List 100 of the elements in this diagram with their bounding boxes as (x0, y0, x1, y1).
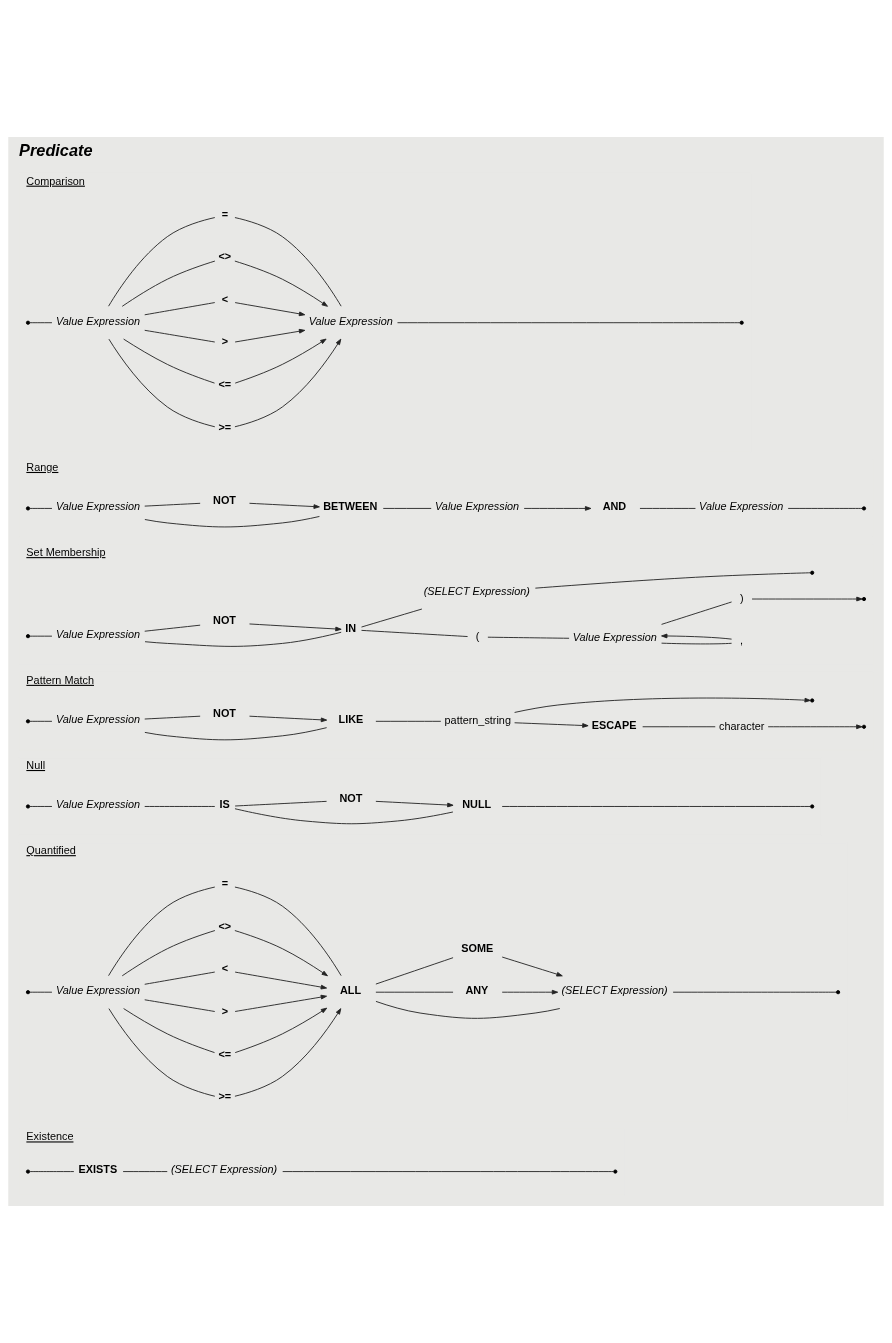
connector (144, 715, 201, 720)
node-text: EXISTS (78, 1163, 118, 1176)
node-text: ANY (465, 984, 489, 997)
connector (397, 322, 741, 324)
arrow (249, 715, 328, 723)
node-text: NOT (339, 792, 363, 805)
connector (29, 635, 53, 637)
node-text: <> (218, 250, 232, 263)
connector (487, 636, 570, 639)
connector (375, 720, 442, 722)
connector (144, 806, 216, 807)
connector (123, 1008, 215, 1054)
arrow (234, 338, 342, 428)
arrow (767, 724, 863, 730)
connector (375, 957, 454, 985)
connector (144, 727, 328, 741)
connector (661, 642, 733, 645)
connector (29, 1171, 75, 1173)
node-text: Value Expression (435, 500, 520, 513)
arrow (234, 1008, 342, 1097)
node-text: AND (602, 500, 627, 513)
connector (108, 217, 216, 307)
node-text: >= (218, 1090, 232, 1103)
connector (144, 624, 201, 632)
arrow (514, 697, 811, 713)
connector (108, 338, 216, 428)
connector (534, 572, 811, 589)
arrow (234, 260, 328, 307)
label: Quantified (26, 844, 76, 857)
node-text: ) (739, 591, 744, 604)
label: Range (26, 460, 59, 473)
arrow (661, 633, 733, 640)
node-text: ALL (339, 984, 362, 997)
label: Set Membership (26, 546, 106, 559)
node-text: Value Expression (55, 314, 141, 327)
connector (282, 1171, 614, 1173)
diagram-title: Predicate (19, 141, 93, 160)
arrow (234, 338, 327, 384)
arrow (234, 1007, 328, 1054)
label: Null (26, 758, 46, 771)
connector (382, 507, 432, 509)
connector (234, 886, 342, 977)
node-text: Value Expression (572, 630, 657, 643)
arrow (501, 989, 559, 995)
node-text: Value Expression (55, 984, 141, 997)
arrow (514, 722, 589, 728)
node-text: pattern_string (444, 714, 511, 727)
connector (29, 322, 53, 324)
node-text: (SELECT Expression) (423, 584, 530, 597)
node-text: BETWEEN (323, 500, 378, 513)
connector (108, 886, 216, 977)
connector (672, 991, 837, 993)
connector (642, 726, 716, 728)
node-text: NOT (213, 706, 237, 719)
arrow (751, 596, 863, 602)
node-text: Value Expression (55, 500, 141, 513)
node-text: > (221, 335, 229, 348)
connector (144, 516, 320, 528)
connector (375, 1000, 561, 1019)
node-text: >= (218, 420, 232, 433)
node-text: < (221, 292, 229, 305)
node-text: NOT (213, 614, 237, 627)
connector (123, 338, 215, 384)
node-text: < (221, 962, 229, 975)
connector (121, 260, 216, 307)
node-text: IN (345, 621, 357, 634)
connector (144, 502, 201, 507)
arrow (234, 302, 306, 317)
arrow (523, 506, 592, 511)
arrow (501, 956, 563, 977)
arrow (375, 800, 454, 808)
node-text: NULL (462, 798, 492, 811)
node-text: = (221, 877, 229, 890)
connector (639, 507, 696, 509)
connector (29, 806, 53, 807)
node-text: <> (218, 919, 232, 932)
arrow (234, 971, 328, 990)
node-text: Value Expression (55, 798, 141, 811)
connector (29, 991, 53, 993)
connector (121, 930, 216, 977)
node-text: (SELECT Expression) (561, 984, 668, 997)
label: Comparison (26, 174, 85, 187)
arrow (234, 328, 306, 343)
connector (234, 808, 454, 825)
node-text: LIKE (338, 713, 364, 726)
arrow (249, 502, 320, 509)
connector (108, 1008, 216, 1097)
node-text: IS (219, 798, 230, 811)
label: Pattern Match (26, 673, 94, 686)
node-text: (SELECT Expression) (170, 1163, 278, 1176)
node-text: character (719, 719, 765, 732)
node-text: , (739, 634, 743, 647)
connector (144, 329, 216, 343)
node-text: <= (218, 378, 232, 391)
node-text: Value Expression (55, 628, 141, 641)
arrow (234, 994, 328, 1012)
node-text: = (221, 207, 229, 220)
arrow (234, 930, 328, 977)
connector (661, 601, 733, 625)
label: Existence (26, 1130, 74, 1143)
